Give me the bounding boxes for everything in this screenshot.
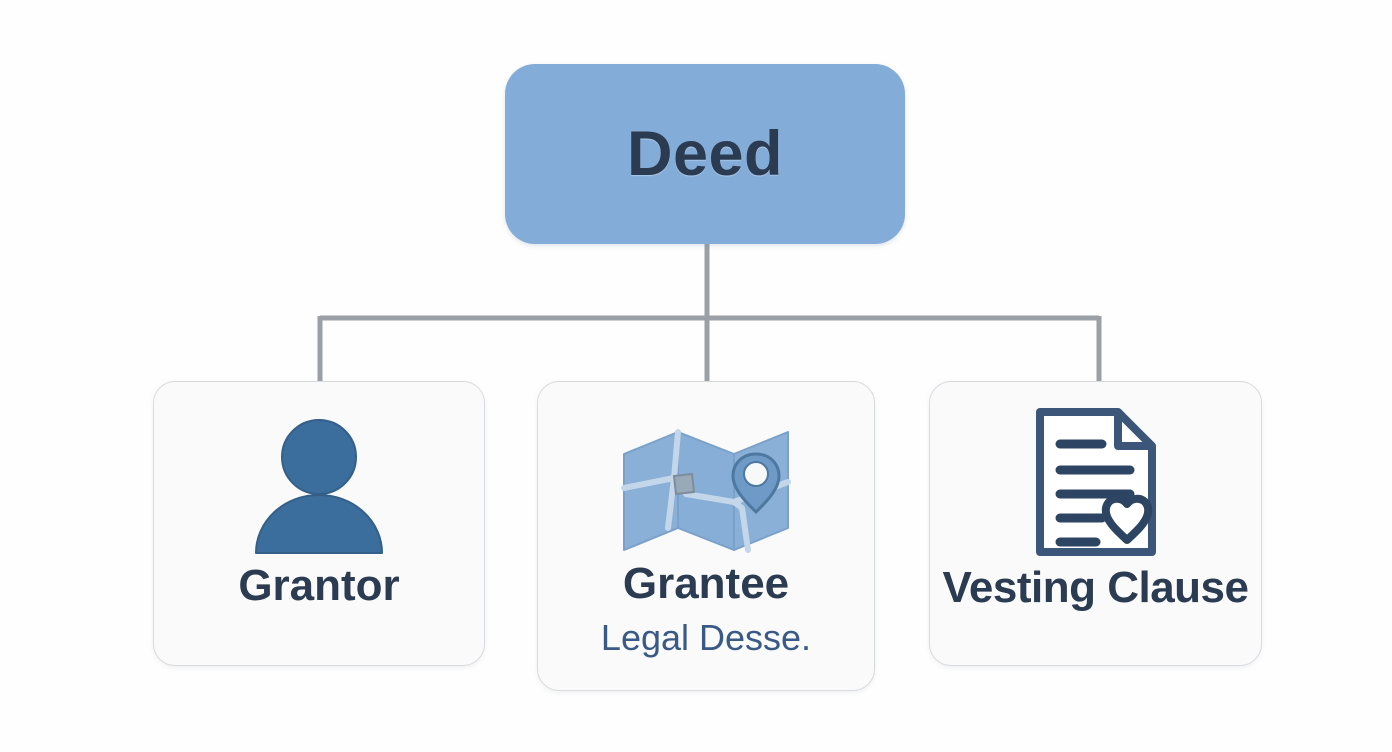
root-node-deed[interactable]: Deed: [505, 64, 905, 244]
node-card-grantor[interactable]: Grantor: [153, 381, 485, 666]
card-title-grantor: Grantor: [238, 561, 400, 610]
folded-map-pin-icon: [616, 412, 796, 560]
card-title-vesting-clause: Vesting Clause: [942, 563, 1249, 612]
card-title-grantee: Grantee: [622, 559, 790, 608]
root-node-label: Deed: [626, 119, 784, 189]
node-card-vesting-clause[interactable]: Vesting Clause: [929, 381, 1262, 666]
person-icon: [244, 410, 394, 560]
card-subtitle-grantee: Legal Desse.: [600, 617, 812, 658]
document-heart-icon: [1026, 402, 1166, 562]
node-card-grantee[interactable]: Grantee Legal Desse.: [537, 381, 875, 691]
